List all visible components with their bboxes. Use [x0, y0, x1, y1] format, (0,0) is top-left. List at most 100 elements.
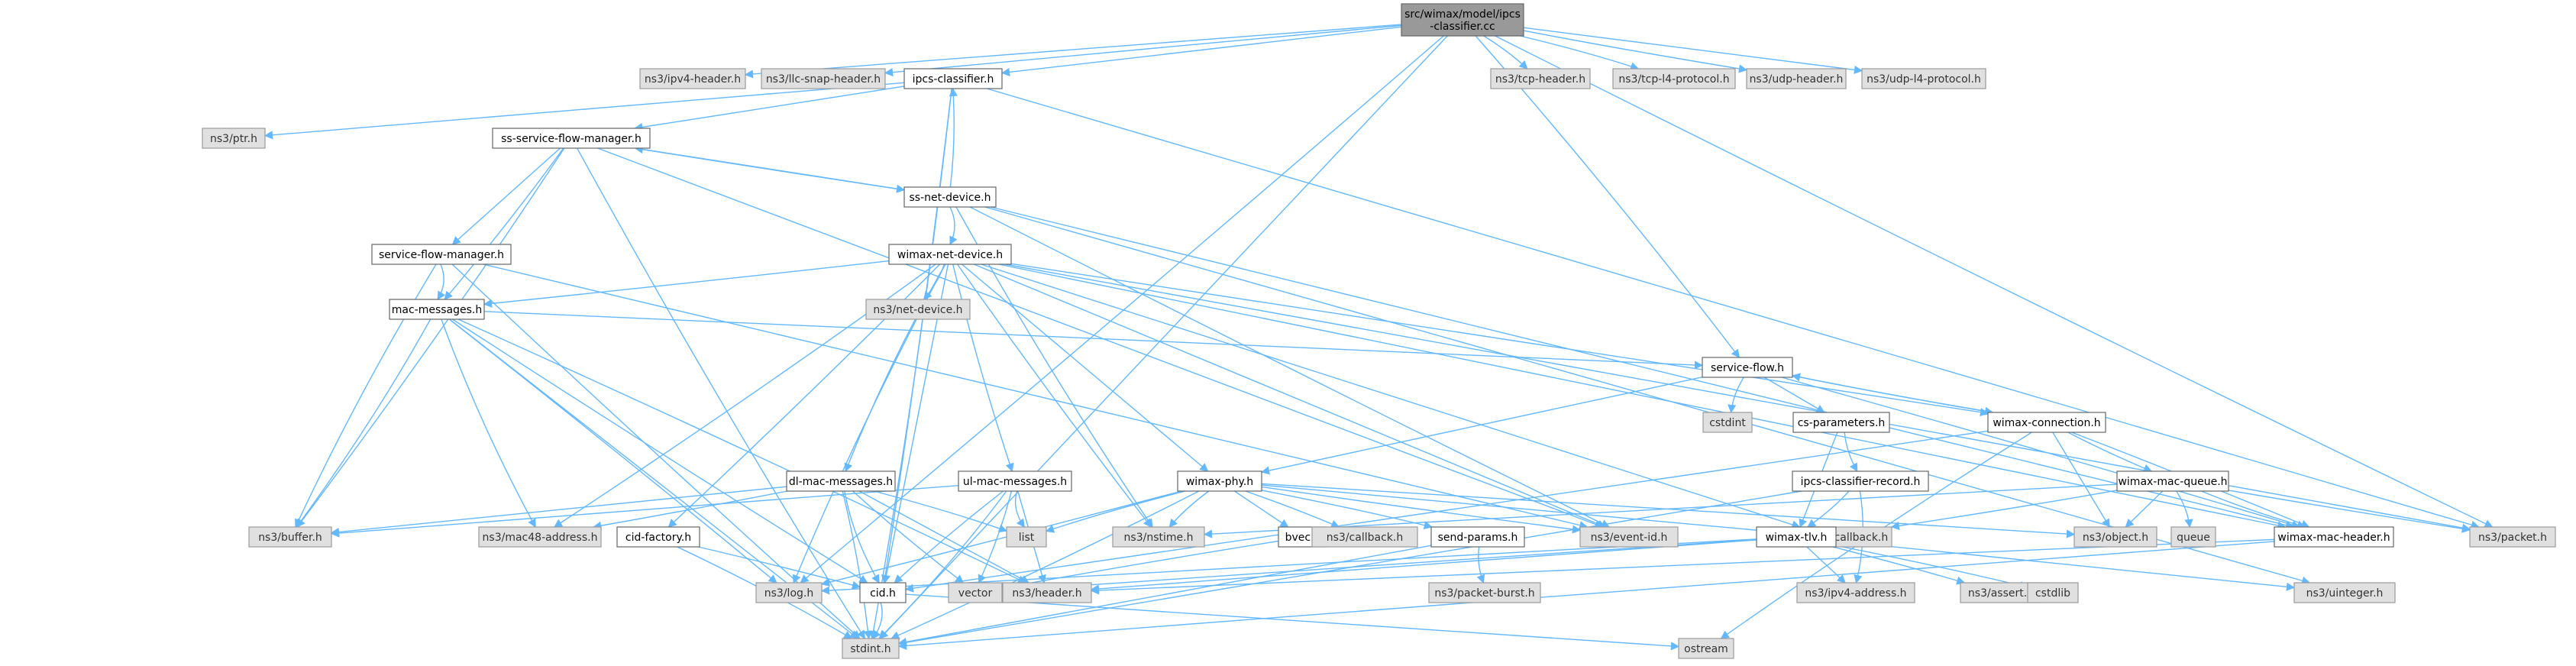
edge-wimaxmacqueue-to-object [2125, 490, 2164, 528]
edge-line [330, 486, 787, 537]
node-box [1002, 582, 1092, 603]
node-label: ns3/udp-header.h [1750, 73, 1844, 86]
node-packet: ns3/packet.h [2469, 526, 2556, 548]
edge-ssflowmgr-to-macmessages [444, 147, 564, 300]
edge-line [2201, 490, 2306, 529]
edge-ssnetdevice-to-uinteger [984, 206, 2311, 585]
edge-dlmac-to-cid [844, 490, 880, 584]
edge-line [1520, 35, 1640, 71]
edge-wimaxnetdevice-to-tracedcb [981, 263, 1801, 529]
edge-line [1261, 486, 1582, 534]
edge-line [1806, 546, 1846, 584]
edge-root-to-stdint [879, 35, 1448, 639]
node-box [1792, 412, 1890, 433]
edge-line [890, 490, 1200, 639]
edge-line [952, 263, 1014, 473]
edge-wimaxtlv-to-cstdlib [1835, 545, 2029, 590]
edge-wimaxphy-to-callback [1245, 490, 1340, 529]
node-label: service-flow.h [1711, 362, 1784, 374]
node-serviceflow[interactable]: service-flow.h [1702, 357, 1793, 378]
edge-wimaxphy-to-eventid [1261, 486, 1582, 534]
node-cidfactory[interactable]: cid-factory.h [616, 526, 700, 548]
edge-line [1523, 30, 1748, 73]
node-callback: ns3/callback.h [1311, 526, 1418, 548]
node-sendparams[interactable]: send-params.h [1430, 526, 1525, 548]
edge-line [2067, 432, 2153, 473]
edge-line [593, 490, 787, 530]
node-box [202, 128, 266, 149]
edge-line [1261, 490, 1433, 530]
node-label: ss-service-flow-manager.h [501, 133, 642, 145]
node-nstime: ns3/nstime.h [1112, 526, 1205, 548]
node-label: send-params.h [1438, 532, 1518, 544]
edge-line [1835, 545, 2029, 590]
edge-line [483, 260, 890, 308]
edge-wimaxphy-to-stdint [890, 490, 1200, 639]
edge-dlmac-to-mac48 [593, 490, 787, 530]
node-ipcsrecord[interactable]: ipcs-classifier-record.h [1792, 470, 1929, 492]
node-wimaxnetdevice[interactable]: wimax-net-device.h [888, 244, 1012, 265]
node-dlmac[interactable]: dl-mac-messages.h [786, 470, 896, 492]
node-ostream: ostream [1678, 638, 1734, 659]
edge-root-to-llcsnap [884, 24, 1402, 77]
node-ssnetdevice[interactable]: ss-net-device.h [903, 186, 997, 208]
node-ssflowmgr[interactable]: ss-service-flow-manager.h [492, 128, 651, 149]
edge-cidfactory-to-cid [698, 546, 861, 590]
node-box [1702, 412, 1753, 433]
edge-wimaxphy-to-tracedcb [1261, 484, 1771, 535]
node-wimaxconn[interactable]: wimax-connection.h [1987, 412, 2106, 433]
edge-wimaxphy-to-object [1261, 483, 2076, 538]
edge-wimaxnetdevice-to-dlmac [844, 263, 946, 473]
node-log: ns3/log.h [755, 582, 823, 603]
edge-line [949, 206, 958, 246]
node-root[interactable]: src/wimax/model/ipcs-classifier.cc [1401, 3, 1524, 37]
node-label: ns3/net-device.h [873, 304, 962, 316]
edge-root-to-ipv4header [744, 24, 1402, 79]
edge-ulmac-to-vector [978, 490, 1013, 584]
edge-line [1835, 540, 2296, 591]
node-macmessages[interactable]: mac-messages.h [389, 299, 485, 320]
node-box [1756, 526, 1837, 548]
node-wimaxtlv[interactable]: wimax-tlv.h [1756, 526, 1837, 548]
node-serviceflowmgr[interactable]: service-flow-manager.h [371, 244, 512, 265]
edge-ssflowmgr-to-stdint [577, 147, 865, 639]
node-object: ns3/object.h [2073, 526, 2157, 548]
node-ipcsclassifier[interactable]: ipcs-classifier.h [903, 68, 1003, 89]
edge-line [844, 263, 946, 473]
edge-line [1004, 263, 2471, 532]
edge-root-to-udpheader [1523, 30, 1748, 73]
node-udpl4: ns3/udp-l4-protocol.h [1861, 68, 1986, 89]
edge-line [437, 263, 446, 300]
node-box [1861, 68, 1986, 89]
node-label: ul-mac-messages.h [963, 476, 1067, 488]
edge-line [483, 311, 1704, 370]
node-uinteger: ns3/uinteger.h [2293, 582, 2396, 603]
edge-line [961, 263, 1209, 472]
edge-line [483, 263, 1589, 530]
node-ulmac[interactable]: ul-mac-messages.h [958, 470, 1072, 492]
node-label: cstdlib [2035, 587, 2070, 600]
edge-line [330, 484, 959, 538]
node-label: ns3/assert.h [1968, 587, 2034, 600]
node-box [865, 299, 971, 320]
edge-line [634, 145, 905, 191]
node-cid[interactable]: cid.h [859, 582, 907, 603]
edge-line [1844, 432, 1858, 472]
node-wimaxmacqueue[interactable]: wimax-mac-queue.h [2116, 470, 2229, 492]
edge-line [296, 318, 431, 528]
edge-wimaxconn-to-cid [904, 430, 1989, 593]
node-label: mac-messages.h [392, 304, 483, 316]
edge-wimaxphy-to-sendparams [1261, 490, 1433, 530]
node-label: ipcs-classifier.h [913, 73, 994, 86]
node-label: ss-net-device.h [910, 192, 991, 204]
node-wimaxmacheader[interactable]: wimax-mac-header.h [2274, 526, 2394, 548]
edge-line [1890, 490, 2118, 531]
node-wimaxphy[interactable]: wimax-phy.h [1177, 470, 1262, 492]
node-label: service-flow-manager.h [379, 249, 504, 261]
edge-wimaxconn-to-wimaxmacqueue [2067, 432, 2153, 473]
edge-wimaxnetdevice-to-macmessages [483, 260, 890, 308]
edge-ssnetdevice-to-wimaxnetdevice [949, 206, 958, 246]
node-csparams[interactable]: cs-parameters.h [1792, 412, 1890, 433]
node-ipv4address: ns3/ipv4-address.h [1796, 582, 1915, 603]
